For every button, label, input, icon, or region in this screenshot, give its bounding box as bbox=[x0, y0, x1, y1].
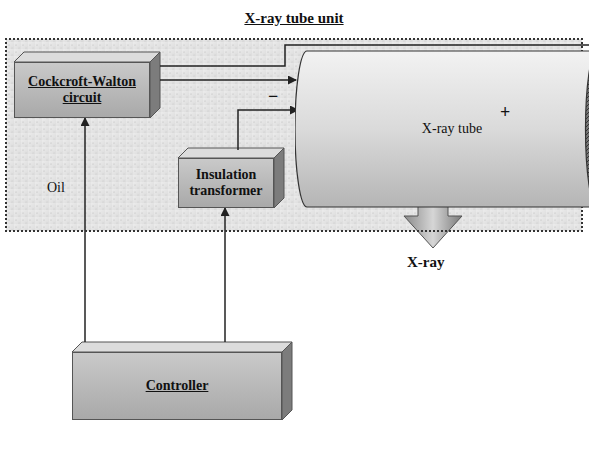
beam-label: X-ray bbox=[407, 254, 445, 271]
polarity-sign: + bbox=[500, 102, 510, 123]
node-label: Insulation transformer bbox=[185, 167, 267, 199]
node-label: Cockcroft-Walton circuit bbox=[21, 74, 143, 106]
box-top-face bbox=[14, 52, 160, 62]
node-label: X-ray tube bbox=[422, 121, 482, 137]
polarity-sign: − bbox=[268, 86, 278, 107]
connector bbox=[160, 79, 296, 81]
controller-box: Controller bbox=[72, 352, 282, 420]
node-label: Controller bbox=[146, 378, 209, 394]
box-top-face bbox=[178, 148, 284, 158]
transformer-box: Insulation transformer bbox=[178, 158, 274, 208]
box-side-face bbox=[282, 342, 292, 420]
box-top-face bbox=[72, 342, 292, 352]
unit-title: X-ray tube unit bbox=[7, 10, 581, 27]
box-side-face bbox=[150, 52, 160, 118]
box-side-face bbox=[274, 148, 284, 208]
connector bbox=[238, 110, 298, 150]
circuit-box: Cockcroft-Walton circuit bbox=[14, 62, 150, 118]
connector bbox=[224, 208, 226, 342]
box-depth-faces bbox=[14, 52, 292, 420]
connector bbox=[84, 118, 86, 342]
medium-label: Oil bbox=[47, 180, 65, 196]
oil-region: X-ray tube unitOilCockcroft-Walton circu… bbox=[5, 38, 583, 232]
x-ray-tube: X-ray tube bbox=[295, 50, 589, 208]
